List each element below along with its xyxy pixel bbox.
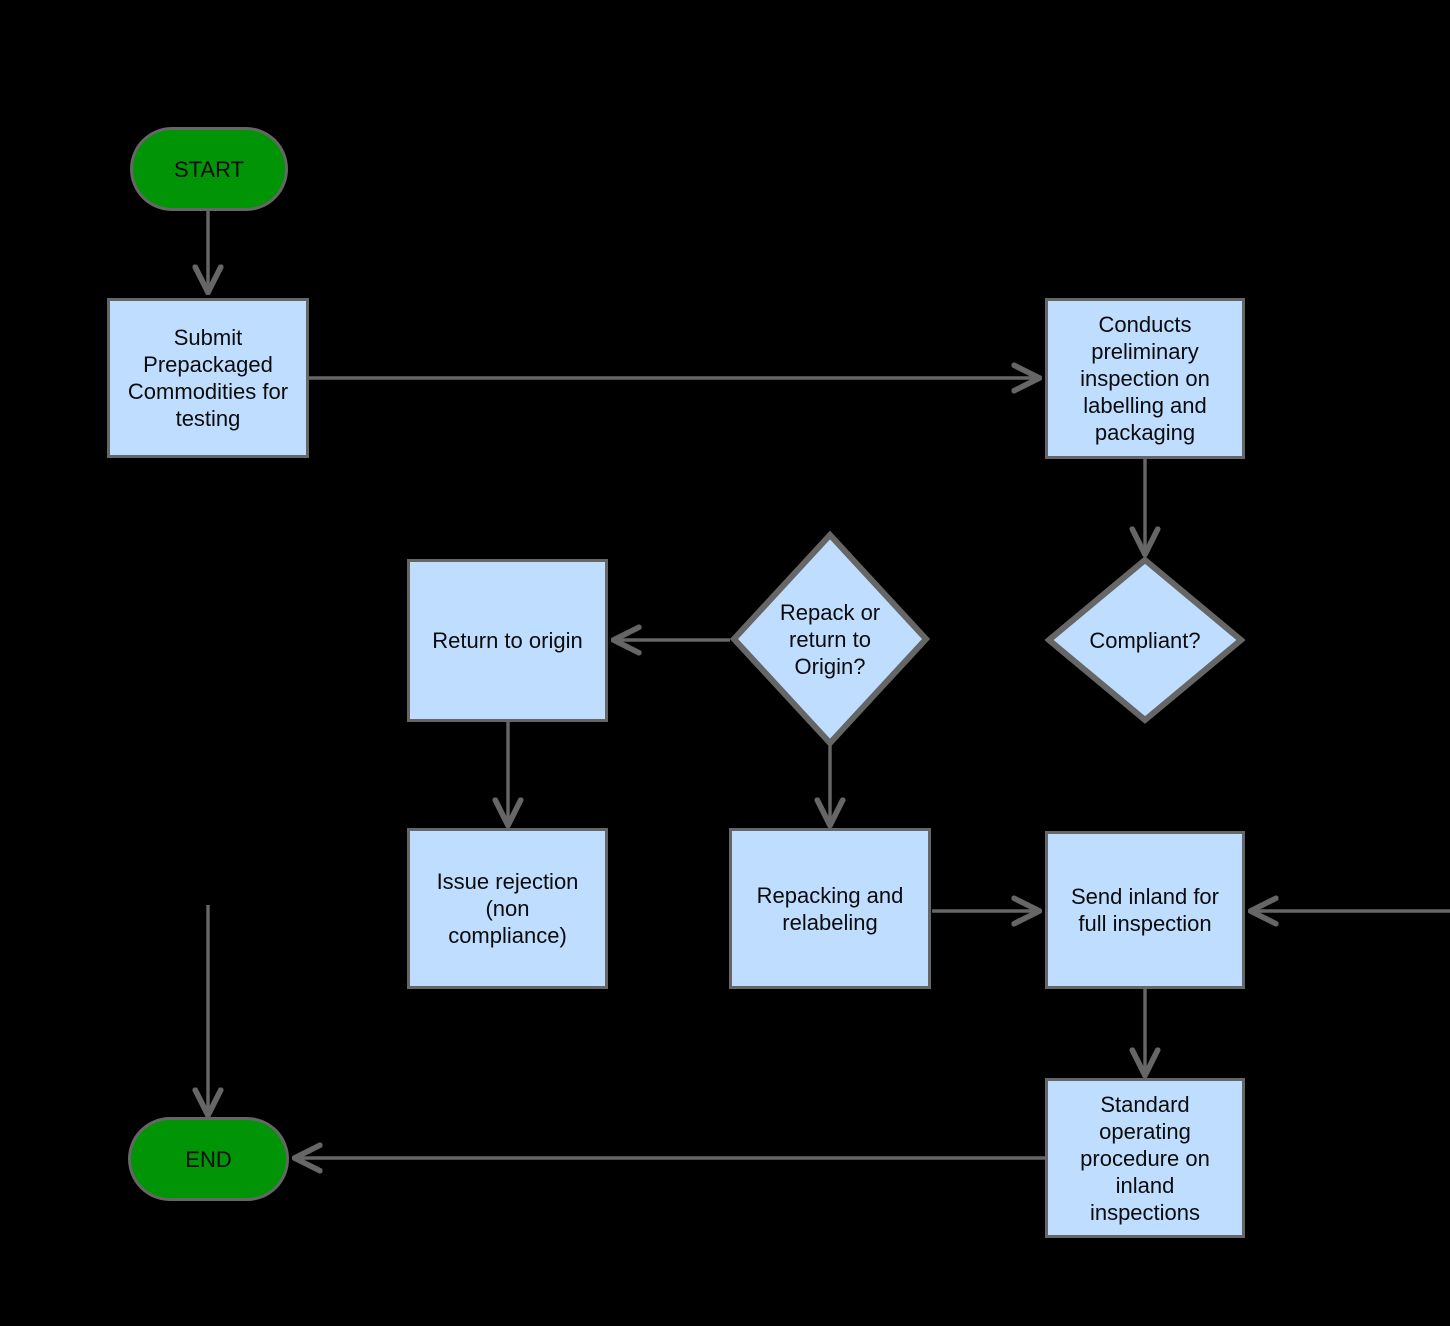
- node-return-to-origin[interactable]: Return to origin: [407, 559, 608, 722]
- node-send-inland-label: Send inland for full inspection: [1071, 884, 1219, 936]
- node-standard-operating-procedure[interactable]: Standard operating procedure on inland i…: [1045, 1078, 1245, 1238]
- node-repack-or-return-decision[interactable]: Repack or return to Origin?: [730, 531, 930, 747]
- node-conducts-label: Conducts preliminary inspection on label…: [1080, 312, 1210, 445]
- node-issue-rejection[interactable]: Issue rejection (non compliance): [407, 828, 608, 989]
- node-submit-label: Submit Prepackaged Commodities for testi…: [127, 325, 289, 431]
- node-repacking-and-relabeling[interactable]: Repacking and relabeling: [729, 828, 931, 989]
- node-repack-text-wrap: Repack or return to Origin?: [730, 531, 930, 747]
- node-start-label: START: [173, 156, 245, 182]
- node-issue-rejection-label: Issue rejection (non compliance): [436, 869, 579, 948]
- node-conducts-preliminary-inspection[interactable]: Conducts preliminary inspection on label…: [1045, 298, 1245, 459]
- node-compliant-label: Compliant?: [1089, 627, 1201, 653]
- node-return-origin-label: Return to origin: [432, 628, 583, 653]
- node-repack-label: Repack or return to Origin?: [779, 599, 881, 679]
- node-end[interactable]: END: [128, 1117, 289, 1201]
- node-sop-label: Standard operating procedure on inland i…: [1080, 1091, 1210, 1225]
- repack-diamond-shape: [730, 531, 930, 747]
- node-repacking-label: Repacking and relabeling: [756, 882, 904, 935]
- node-start[interactable]: START: [130, 127, 288, 211]
- compliant-diamond-shape: [1045, 556, 1245, 724]
- node-compliant-decision[interactable]: Compliant?: [1045, 556, 1245, 724]
- node-submit-prepackaged-commodities[interactable]: Submit Prepackaged Commodities for testi…: [107, 298, 309, 458]
- node-send-inland-full-inspection[interactable]: Send inland for full inspection: [1045, 831, 1245, 989]
- node-end-label: END: [185, 1146, 232, 1172]
- node-compliant-text-wrap: Compliant?: [1045, 556, 1245, 724]
